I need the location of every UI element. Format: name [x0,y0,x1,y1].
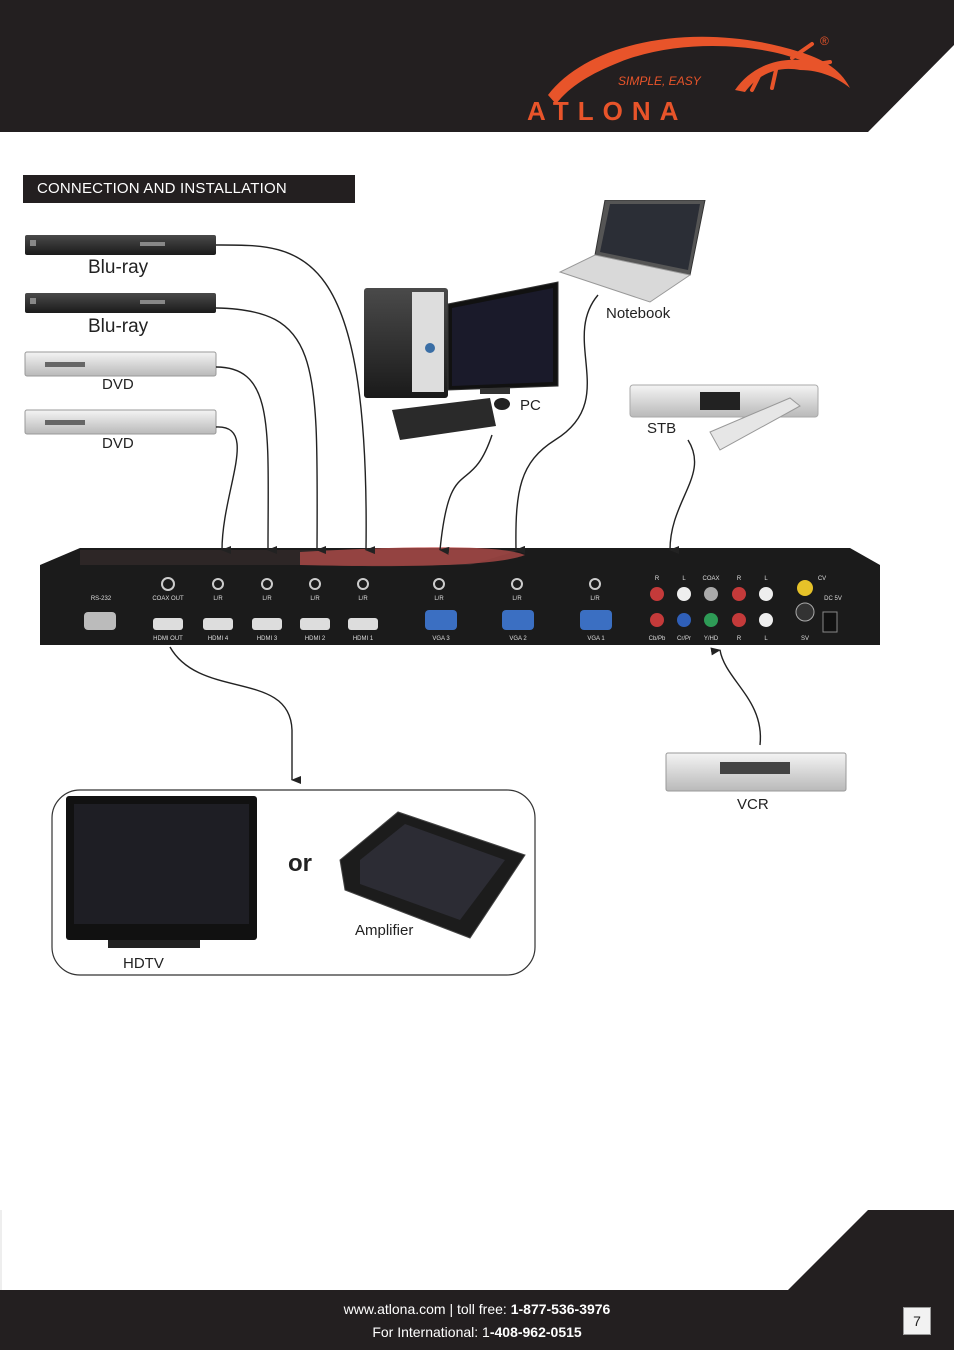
port-lr-3: L/R [262,596,272,602]
port-coax: COAX [702,576,719,582]
port-hdmi-1: HDMI 1 [353,636,374,642]
port-hdmi-3: HDMI 3 [257,636,278,642]
label-hdtv: HDTV [123,955,164,972]
header-tagline: SIMPLE, EASY [618,74,702,88]
port-hdmi-2: HDMI 2 [305,636,326,642]
port-vga-1: VGA 1 [587,636,605,642]
header-brand: ATLONA [527,96,687,126]
port-l-bottom: L [764,636,768,642]
port-cb-pb: Cb/Pb [649,636,666,642]
page-header: SIMPLE, EASY ATLONA ® [0,0,954,132]
bluray-player-2 [25,293,216,313]
footer-contact-line: www.atlona.com | toll free: 1-877-536-39… [0,1301,954,1317]
label-dvd-1: DVD [102,376,134,393]
dvd-player-2 [24,409,217,435]
port-lr-2: L/R [310,596,320,602]
salamander-logo-icon [548,36,850,104]
port-sv: SV [801,636,809,642]
arrow-hdmi-out [169,646,301,784]
hdtv-display [66,796,257,948]
port-cv: CV [818,576,826,582]
footer-toll-free: 1-877-536-3976 [510,1301,611,1317]
header-graphic: SIMPLE, EASY ATLONA ® [0,0,954,132]
label-or: or [288,850,312,877]
connection-arrows [169,244,762,784]
port-hdmi-out: HDMI OUT [153,636,183,642]
port-hdmi-4: HDMI 4 [208,636,229,642]
vcr-player [665,752,847,792]
label-bluray-1: Blu-ray [88,257,149,278]
port-dc5v: DC 5V [824,596,842,602]
port-lr-vga1: L/R [590,596,600,602]
footer-intl-number: -408-962-0515 [489,1324,582,1340]
pc-computer [364,281,559,440]
footer-website[interactable]: www.atlona.com [343,1301,446,1317]
label-pc: PC [520,397,541,414]
arrow-vcr [710,647,762,746]
port-lr-4: L/R [213,596,223,602]
notebook-computer [558,200,706,303]
arrow-bluray2 [215,307,327,555]
footer-intl-label: For International: 1 [372,1324,490,1340]
panel-connectors [84,577,838,633]
label-stb: STB [647,420,677,437]
switcher-rear-panel [40,547,880,645]
port-r-top: R [655,576,660,582]
port-r-top-2: R [737,576,742,582]
footer-separator: | toll free: [445,1301,511,1317]
arrow-dvd2 [215,426,238,555]
page-number: 7 [903,1307,931,1335]
label-bluray-2: Blu-ray [88,316,149,337]
arrow-stb [669,439,696,555]
arrow-bluray1 [215,244,376,555]
page-footer: www.atlona.com | toll free: 1-877-536-39… [0,1290,954,1350]
port-vga-3: VGA 3 [432,636,450,642]
port-l-top: L [682,576,686,582]
footer-international-line: For International: 1-408-962-0515 [0,1324,954,1340]
label-notebook: Notebook [606,305,671,322]
panel-port-labels: RS-232 COAX OUT L/R L/R L/R L/R L/R L/R … [91,576,842,642]
arrow-dvd1 [215,366,278,555]
label-dvd-2: DVD [102,435,134,452]
port-y-hd: Y/HD [704,636,719,642]
section-title: CONNECTION AND INSTALLATION [23,175,355,203]
port-cr-pr: Cr/Pr [677,636,691,642]
dvd-player-1 [24,351,217,377]
bluray-player-1 [25,235,216,255]
footer-corner-graphic [0,1210,954,1290]
label-vcr: VCR [737,796,769,813]
port-coax-out: COAX OUT [152,596,184,602]
port-lr-vga2: L/R [512,596,522,602]
port-rs232: RS-232 [91,596,112,602]
set-top-box [629,384,819,451]
amplifier-unit [339,811,526,939]
arrow-pc [439,434,493,555]
registered-mark: ® [820,34,829,48]
port-l-top-2: L [764,576,768,582]
arrow-notebook [515,294,599,554]
port-lr-1: L/R [358,596,368,602]
port-r-bottom: R [737,636,742,642]
port-lr-vga3: L/R [434,596,444,602]
label-amplifier: Amplifier [355,922,414,939]
connection-diagram: RS-232 COAX OUT L/R L/R L/R L/R L/R L/R … [24,200,880,976]
port-vga-2: VGA 2 [509,636,527,642]
header-bar [0,0,954,132]
